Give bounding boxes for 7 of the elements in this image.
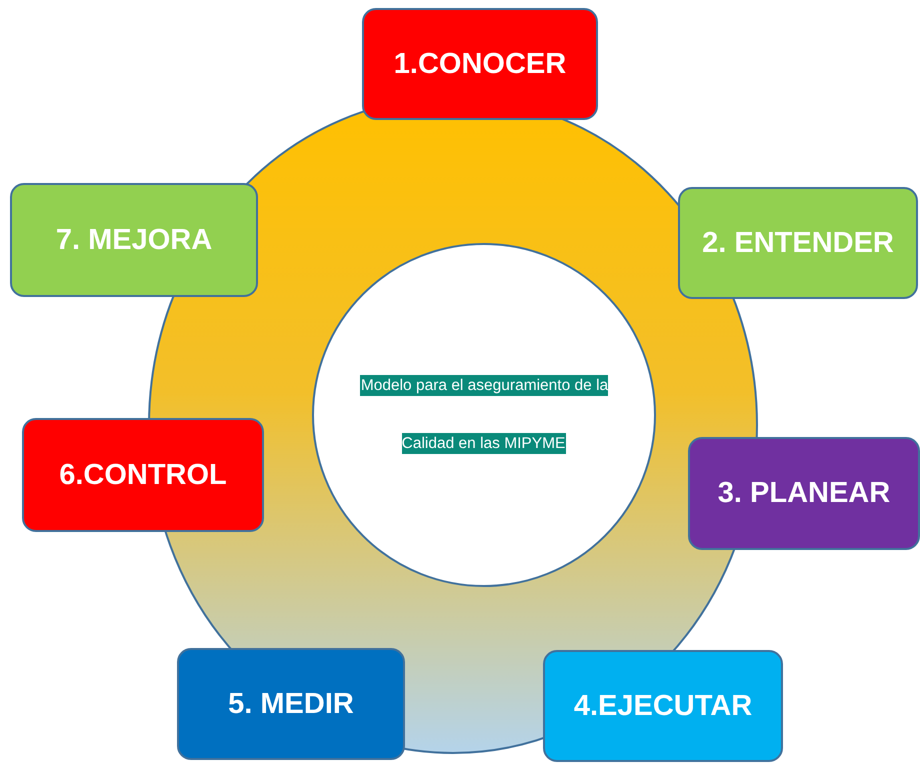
step-box: 5. MEDIR: [177, 648, 405, 760]
step-box: 1.CONOCER: [362, 8, 598, 120]
step-box: 6.CONTROL: [22, 418, 264, 532]
step-box: 7. MEJORA: [10, 183, 258, 297]
step-box: 4.EJECUTAR: [543, 650, 783, 762]
step-box: 3. PLANEAR: [688, 437, 920, 550]
step-box: 2. ENTENDER: [678, 187, 918, 299]
